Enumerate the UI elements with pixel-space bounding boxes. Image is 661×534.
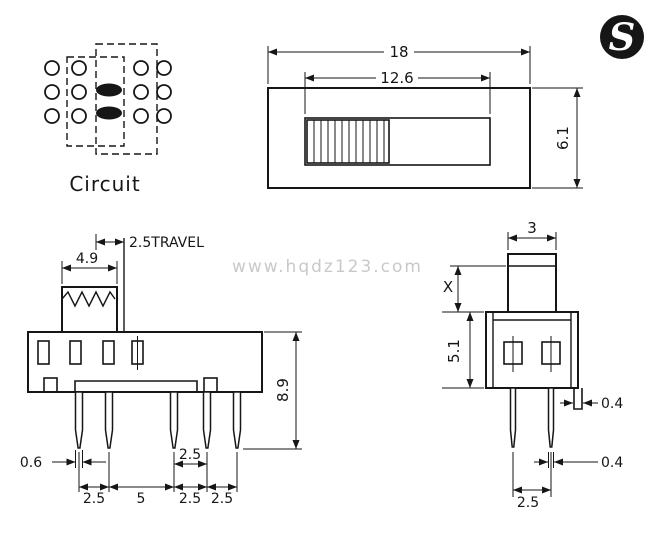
side-view: 2.5TRAVEL 4.9 8.9 0.6 — [20, 234, 302, 507]
dim-overall-height: 8.9 — [274, 378, 292, 402]
top-view-slider-knob — [306, 119, 390, 164]
watermark: www.hqdz123.com — [232, 257, 423, 277]
knob-rib-zigzag — [61, 290, 116, 308]
dim-pin-thickness: 0.4 — [601, 455, 623, 471]
slider-knob-ribs — [313, 120, 385, 163]
circuit-label: Circuit — [69, 172, 140, 196]
terminal-slots — [37, 336, 144, 370]
dim-ext-pitch-chain — [78, 452, 238, 492]
terminal-pins — [74, 391, 242, 449]
side-knob-outline — [61, 286, 118, 332]
end-mounting-tab — [573, 388, 583, 410]
circuit-dashed-box-left — [66, 56, 125, 147]
dim-end-pin-pitch: 2.5 — [517, 495, 539, 511]
dim-pin-width: 0.6 — [20, 455, 42, 471]
circuit-dashed-box-right — [95, 43, 158, 155]
body-left-notch — [43, 377, 58, 393]
dim-tab-width: 0.4 — [601, 396, 623, 412]
end-body-inner-walls — [492, 312, 572, 388]
dim-end-knob-width: 3 — [527, 219, 537, 237]
dim-travel: 2.5TRAVEL — [129, 235, 204, 251]
side-body-outline — [27, 331, 263, 393]
dim-knob-height: X — [443, 278, 453, 296]
contact-pad-circles — [44, 60, 172, 124]
dim-pitch-2: 5 — [137, 491, 146, 507]
logo-letter: S — [609, 15, 636, 59]
dim-pitch-4: 2.5 — [211, 491, 233, 507]
top-view-body-outline — [267, 87, 531, 189]
end-terminal-pins — [509, 387, 555, 448]
end-view: 3 X 5.1 0.4 0.4 2. — [442, 219, 623, 511]
top-view-slot — [304, 117, 491, 166]
body-bottom-step — [74, 380, 198, 392]
dim-pitch-1: 2.5 — [83, 491, 105, 507]
dim-ext-pin-thickness — [548, 452, 554, 468]
top-view: 18 12.6 6.1 — [267, 43, 583, 189]
dim-knob-width: 4.9 — [76, 251, 98, 267]
dim-ext-body-height — [442, 311, 484, 389]
dim-overall-width: 18 — [389, 43, 408, 61]
dim-ext-overall-height — [243, 331, 302, 450]
dim-slot-width: 12.6 — [380, 69, 413, 87]
brand-logo: S — [600, 15, 644, 59]
end-body-outline — [485, 311, 579, 389]
circuit-diagram: Circuit — [44, 43, 172, 196]
shorting-bars — [96, 83, 122, 120]
dim-pitch-3: 2.5 — [179, 491, 201, 507]
dim-top-height: 6.1 — [554, 126, 572, 150]
dim-body-height: 5.1 — [445, 339, 463, 363]
end-knob-outline — [507, 253, 557, 313]
dim-pin-gap: 2.5 — [179, 447, 201, 463]
logo-disc — [600, 15, 644, 59]
body-right-notch — [203, 377, 218, 393]
end-terminal-posts — [503, 336, 561, 372]
